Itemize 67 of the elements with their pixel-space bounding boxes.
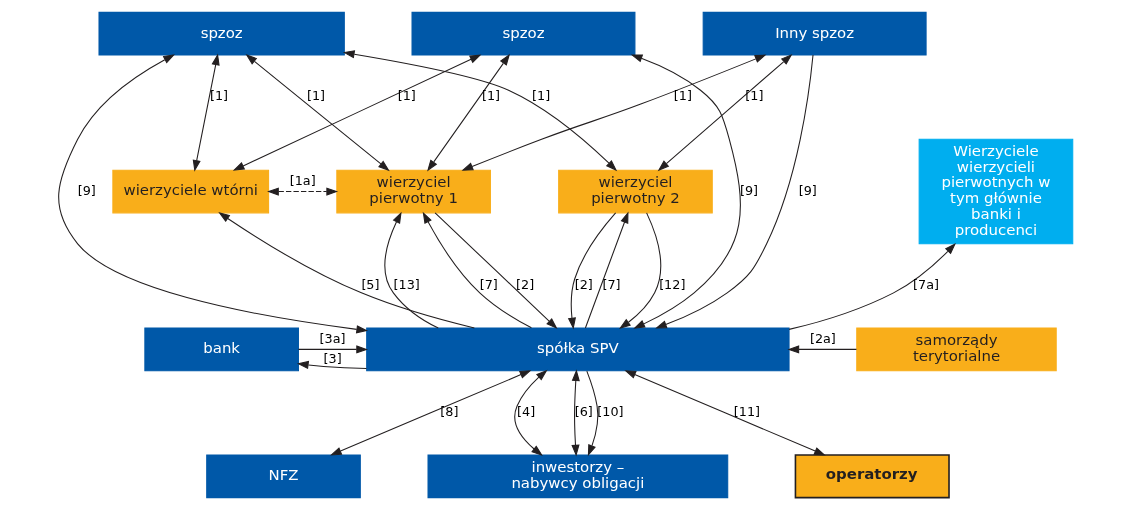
arrow (217, 212, 475, 329)
edge-label: [13] (393, 277, 420, 293)
node-box: wierzyciel pierwotny 1 (335, 169, 491, 214)
arrow (232, 54, 481, 171)
node-box: wierzyciel pierwotny 2 (557, 169, 713, 214)
edge-label: [1] (744, 88, 763, 104)
edge-label: [6] (574, 404, 593, 420)
arrow (585, 370, 598, 457)
edge-label: [3a] (319, 330, 346, 346)
edge-label: [2] (515, 277, 534, 293)
arrow (788, 243, 956, 330)
arrow (513, 369, 548, 456)
edge-label: [1] (209, 88, 228, 104)
node-box: Wierzyciele wierzycieli pierwotnych w tym głównie banki i producenci (918, 138, 1073, 245)
arrow (567, 212, 616, 330)
arrow (297, 345, 368, 354)
edge-label: [11] (733, 404, 760, 420)
edge-label: [5] (360, 277, 379, 293)
arrow (461, 54, 766, 171)
node-box: spzoz (411, 11, 635, 56)
arrow (296, 360, 367, 369)
arrow (434, 212, 558, 330)
edge-label: [1] (306, 88, 325, 104)
edge-label: [1] (397, 88, 416, 104)
node-box: spzoz (97, 11, 345, 56)
edge-label: [1a] (289, 172, 316, 188)
edge-label: [7a] (912, 277, 939, 293)
edge-label: [4] (516, 404, 535, 420)
arrow (654, 54, 814, 329)
arrow (57, 54, 368, 334)
node-box: wierzyciele wtórni (111, 169, 269, 214)
arrow (786, 345, 857, 354)
edge-label: [1] (481, 88, 500, 104)
node-box: inwestorzy – nabywcy obligacji (427, 454, 728, 499)
edge-label: [1] (673, 88, 692, 104)
arrow (422, 211, 532, 329)
edge-label: [2a] (809, 330, 836, 346)
arrow (383, 211, 439, 329)
arrow (266, 187, 338, 196)
edge-label: [8] (439, 404, 458, 420)
node-box: operatorzy (794, 454, 950, 499)
edge-label: [2] (574, 277, 593, 293)
edge-label: [12] (658, 277, 685, 293)
node-box: Inny spzoz (702, 11, 927, 56)
edge-label: [9] (77, 182, 96, 198)
edge-label: [7] (479, 277, 498, 293)
edge-label: [10] (596, 404, 624, 420)
edge-label: [9] (798, 182, 817, 198)
arrow (426, 53, 510, 172)
node-box: spółka SPV (365, 327, 790, 372)
arrow (618, 212, 661, 329)
node-box: samorządy terytorialne (855, 327, 1057, 372)
arrow (623, 370, 826, 456)
arrow (192, 53, 220, 172)
arrow (657, 54, 792, 172)
arrow (342, 50, 617, 172)
arrow (584, 211, 628, 329)
node-box: bank (143, 327, 299, 372)
node-box: NFZ (205, 454, 361, 499)
arrow (570, 369, 580, 457)
edge-label: [9] (739, 182, 758, 198)
arrow (245, 54, 390, 172)
edge-label: [7] (601, 277, 621, 293)
edge-label: [3] (323, 350, 342, 366)
edge-label: [1] (531, 88, 550, 104)
arrow (329, 370, 531, 456)
arrow (630, 54, 741, 329)
